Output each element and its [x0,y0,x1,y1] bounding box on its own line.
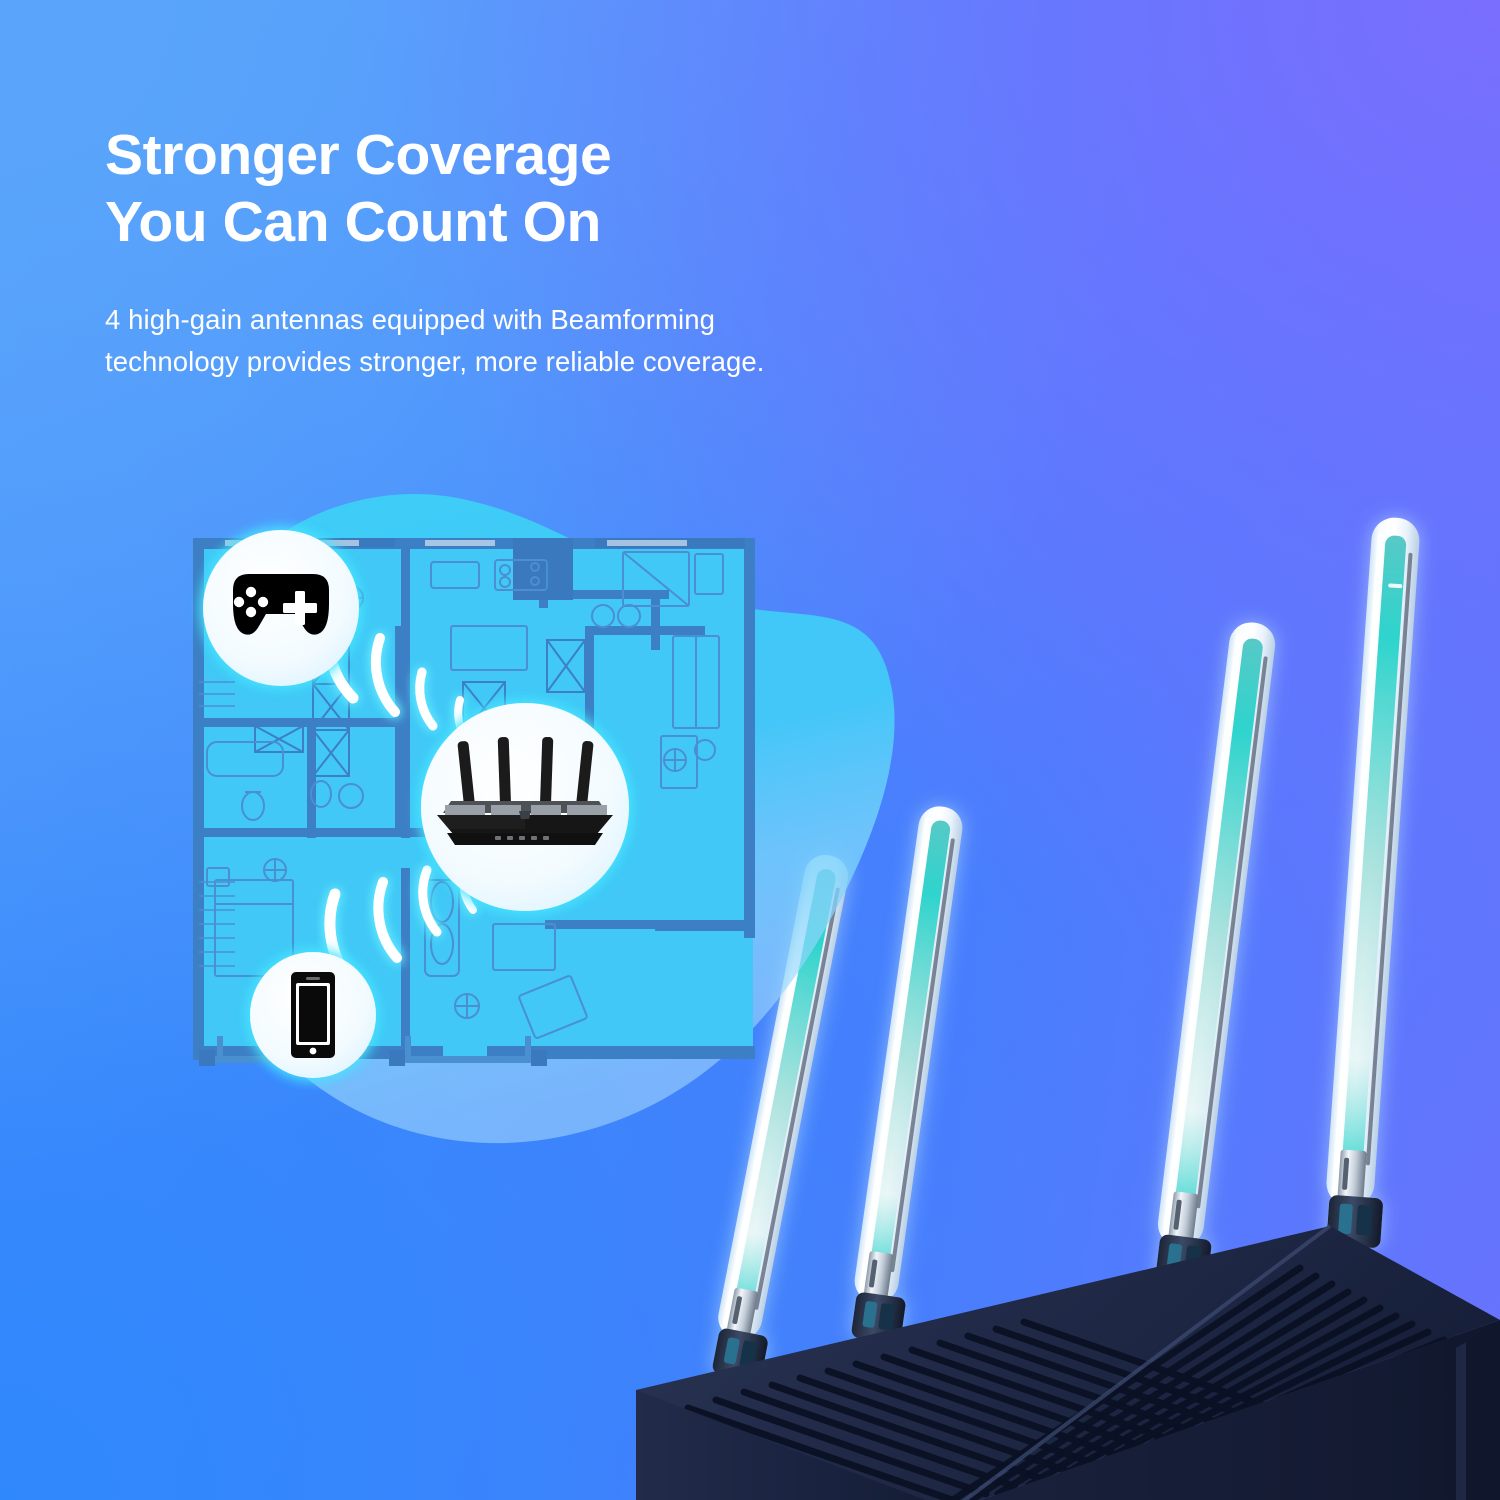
wifi-router-product [600,430,1500,1500]
antenna-3 [1155,622,1276,1287]
antenna-2 [851,806,963,1343]
gamepad-icon [233,574,329,635]
page-title: Stronger Coverage You Can Count On [105,123,612,255]
page-subtitle: 4 high-gain antennas equipped with Beamf… [105,303,765,378]
home-coverage-illustration [95,450,905,1190]
antenna-1 [712,854,849,1381]
copy-block: Stronger Coverage You Can Count On 4 hig… [105,122,1085,384]
smartphone-icon [291,972,335,1058]
antenna-4 [1326,517,1420,1248]
router-icon [437,736,613,845]
router-body [636,1224,1500,1500]
